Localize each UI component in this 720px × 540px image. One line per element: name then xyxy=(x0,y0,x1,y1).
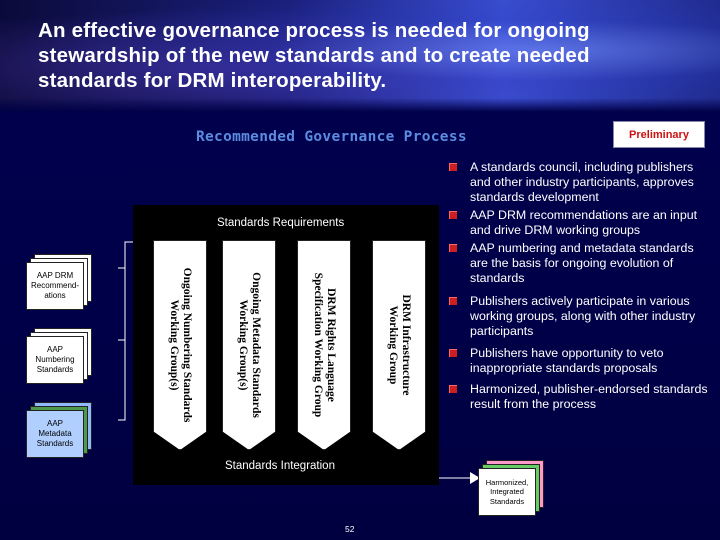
bullet-text: AAP numbering and metadata standards are… xyxy=(470,241,694,286)
input-connector-line xyxy=(118,241,133,269)
standards-requirements-label: Standards Requirements xyxy=(217,217,345,229)
input-document-stack: AAP DRM Recommend- ations xyxy=(26,254,92,310)
square-bullet-icon xyxy=(449,384,457,393)
preliminary-badge: Preliminary xyxy=(613,121,705,148)
working-group-label: DRM Rights Language Specification Workin… xyxy=(312,272,337,418)
square-bullet-icon xyxy=(449,296,457,305)
output-document-stack: Harmonized, Integrated Standards xyxy=(478,460,544,516)
bullet-item: Harmonized, publisher-endorsed standards… xyxy=(446,382,708,412)
working-group-bar: DRM Infrastructure Working Group xyxy=(372,240,426,450)
bullet-item: AAP DRM recommendations are an input and… xyxy=(446,208,708,238)
square-bullet-icon xyxy=(449,210,457,219)
section-title: Recommended Governance Process xyxy=(196,129,467,145)
slide-title: An effective governance process is neede… xyxy=(38,19,590,92)
input-document-stack: AAP Metadata Standards xyxy=(26,402,92,458)
working-group-bar: Ongoing Numbering Standards Working Grou… xyxy=(153,240,207,450)
document-label: Harmonized, Integrated Standards xyxy=(478,468,536,516)
bullet-text: AAP DRM recommendations are an input and… xyxy=(470,207,698,237)
document-label: AAP Metadata Standards xyxy=(26,410,84,458)
document-label: AAP Numbering Standards xyxy=(26,336,84,384)
standards-integration-label: Standards Integration xyxy=(225,460,335,472)
input-connector-line xyxy=(118,268,126,341)
bullet-item: Publishers actively participate in vario… xyxy=(446,294,708,340)
bullet-text: A standards council, including publisher… xyxy=(470,160,694,205)
square-bullet-icon xyxy=(449,244,457,253)
input-connector-line xyxy=(118,340,126,421)
working-group-label: DRM Infrastructure Working Group xyxy=(387,294,412,396)
working-group-bar: Ongoing Metadata Standards Working Group… xyxy=(222,240,276,450)
working-group-bar: DRM Rights Language Specification Workin… xyxy=(297,240,351,450)
bullet-list: A standards council, including publisher… xyxy=(446,160,708,412)
bullet-item: AAP numbering and metadata standards are… xyxy=(446,241,708,287)
square-bullet-icon xyxy=(449,163,457,171)
header-band xyxy=(0,0,720,112)
input-document-stack: AAP Numbering Standards xyxy=(26,328,92,384)
bullet-item: Publishers have opportunity to veto inap… xyxy=(446,346,708,376)
working-group-label: Ongoing Metadata Standards Working Group… xyxy=(237,272,262,418)
working-group-label: Ongoing Numbering Standards Working Grou… xyxy=(168,267,193,423)
bullet-text: Publishers actively participate in vario… xyxy=(470,293,696,339)
output-arrow-head xyxy=(470,472,480,484)
document-label: AAP DRM Recommend- ations xyxy=(26,262,84,310)
bullet-item: A standards council, including publisher… xyxy=(446,160,708,206)
square-bullet-icon xyxy=(449,349,457,358)
bullet-text: Publishers have opportunity to veto inap… xyxy=(470,346,664,376)
bullet-text: Harmonized, publisher-endorsed standards… xyxy=(470,381,708,411)
page-number: 52 xyxy=(345,524,355,534)
